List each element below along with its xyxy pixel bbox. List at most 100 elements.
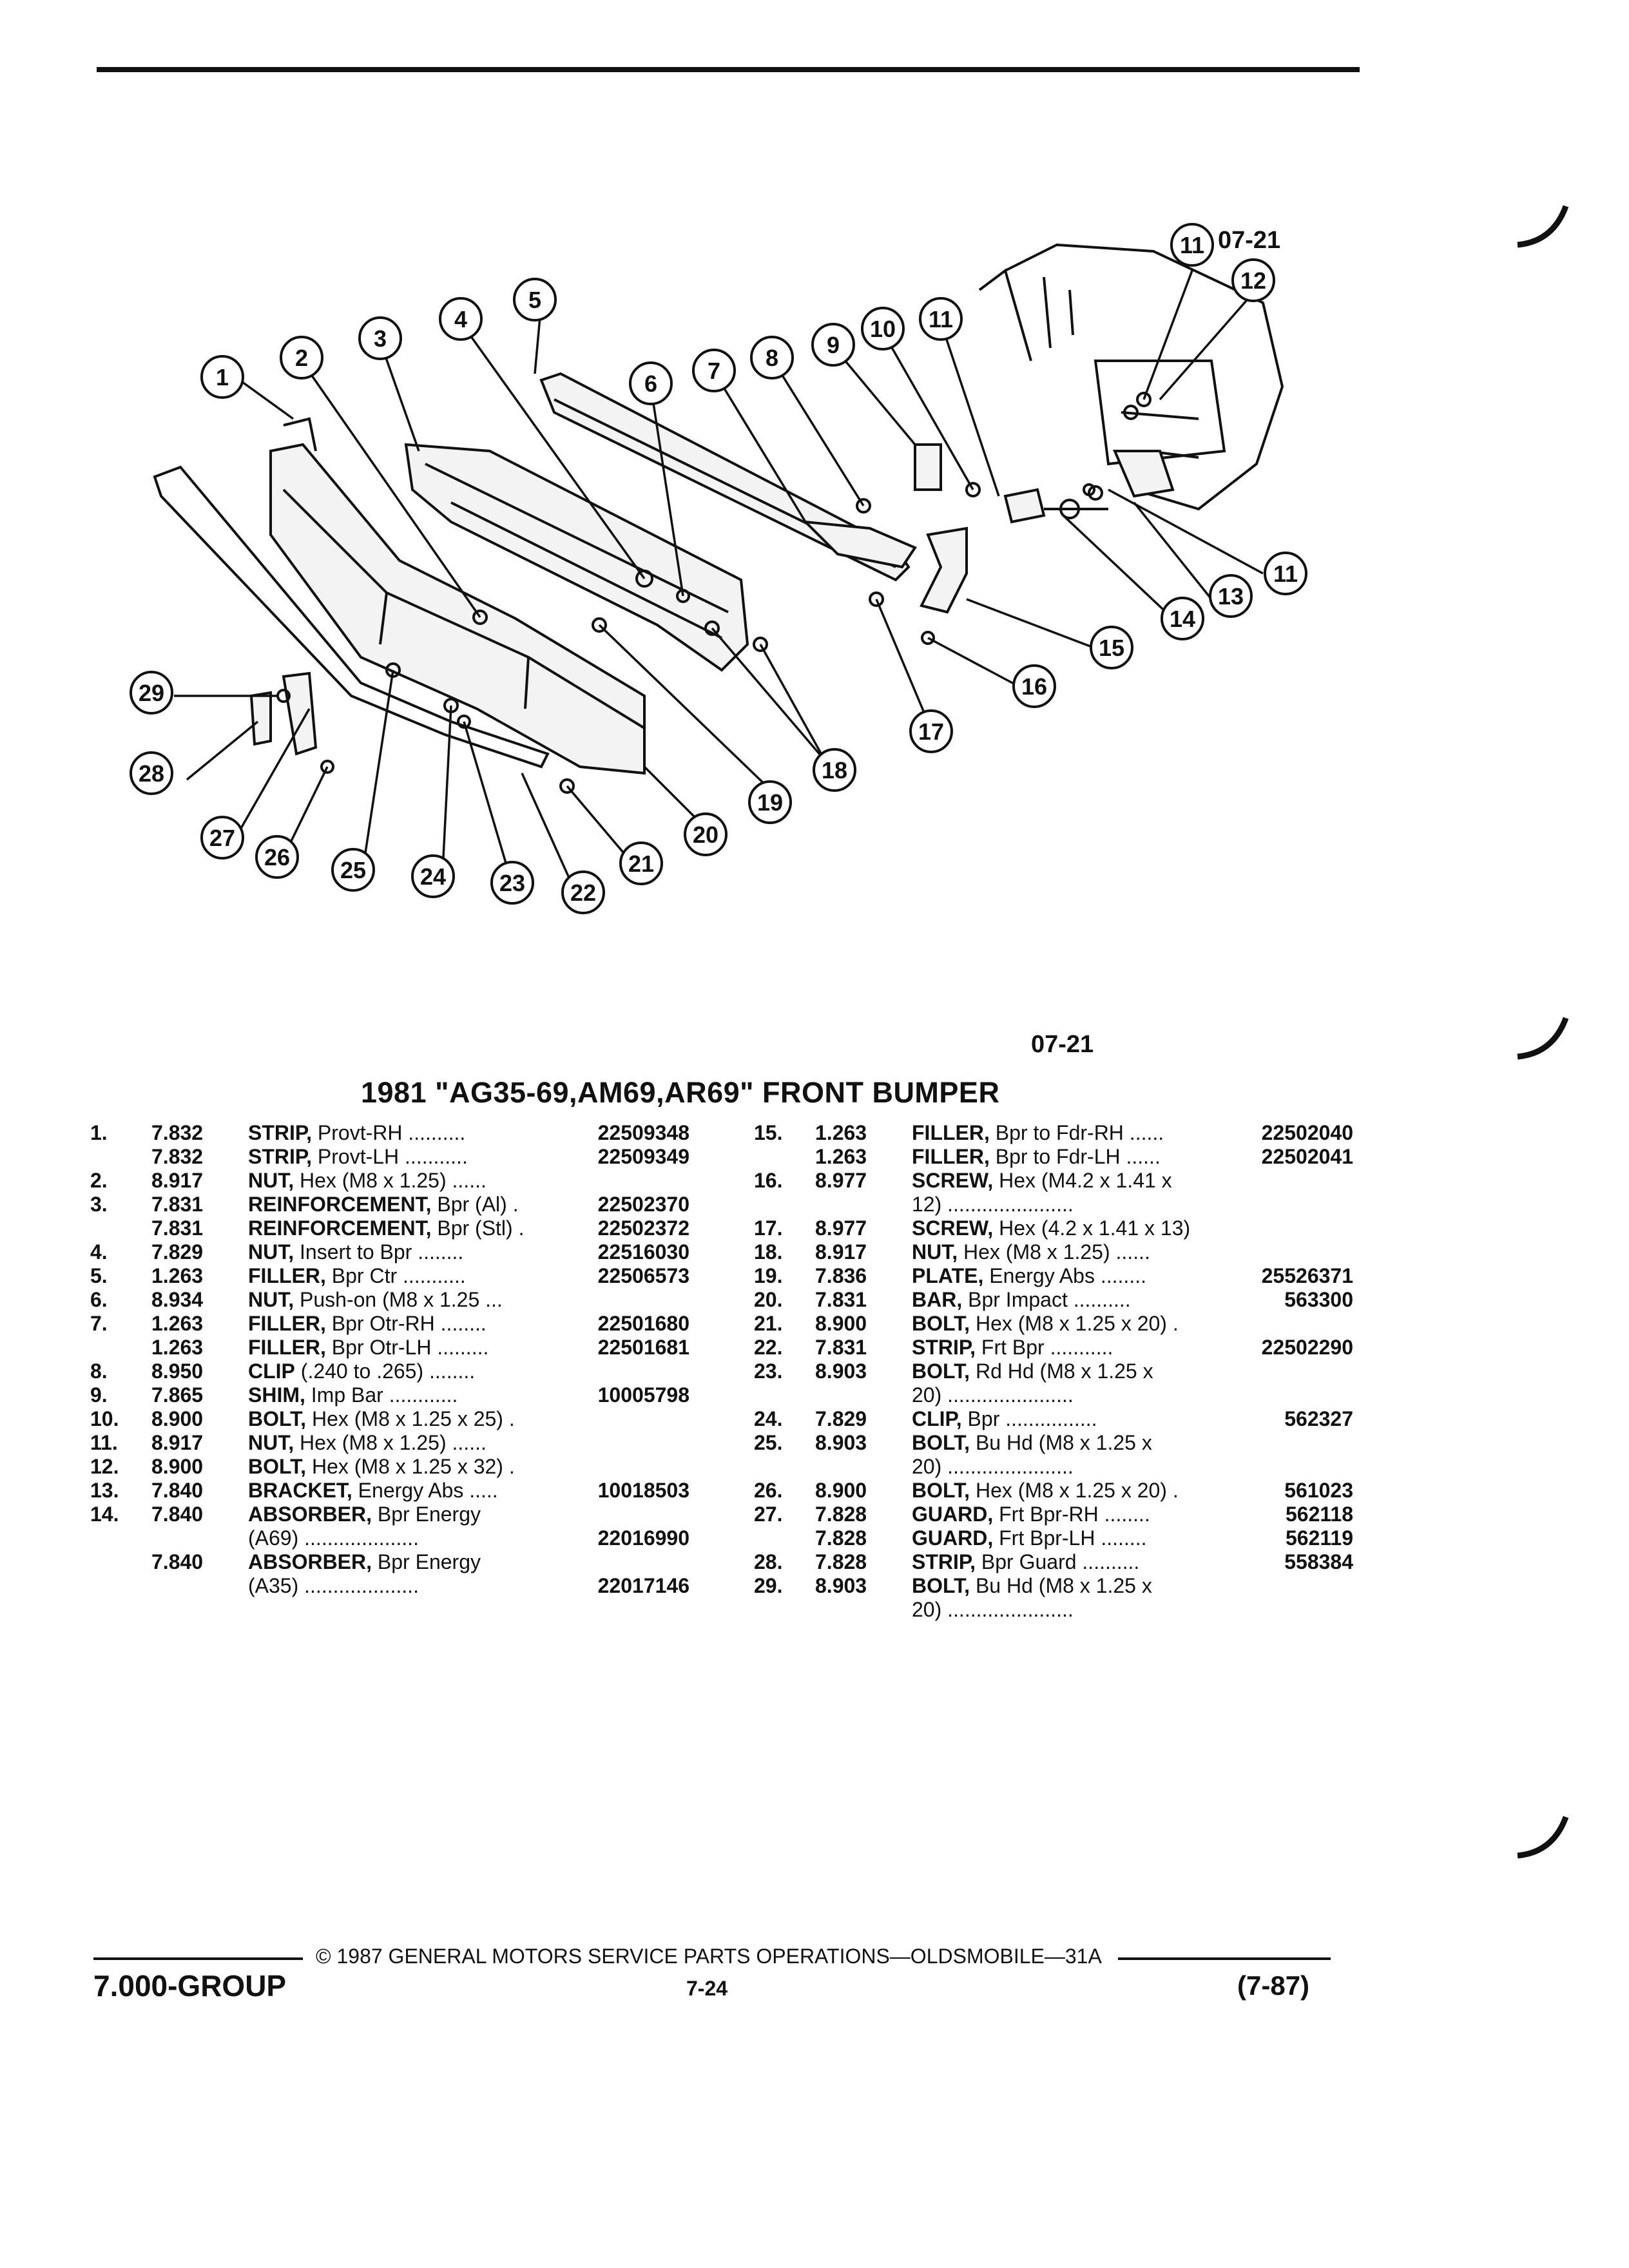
filler-bumper-to-fender (920, 526, 968, 614)
leader-dots: ...... (1110, 1240, 1150, 1264)
part-detail: Insert to Bpr (300, 1240, 412, 1264)
part-number: 22502290 (1261, 1336, 1353, 1359)
part-name: FILLER, (248, 1336, 326, 1359)
group-number: 8.903 (815, 1360, 867, 1383)
part-detail: 20) (912, 1598, 942, 1621)
part-description: REINFORCEMENT, Bpr (Al) . (248, 1193, 519, 1216)
part-number: 22509348 (597, 1121, 689, 1144)
part-detail: Hex (M8 x 1.25) (300, 1431, 447, 1454)
part-name: BOLT, (912, 1360, 970, 1383)
part-name: BOLT, (248, 1407, 307, 1430)
energy-absorber (1003, 488, 1046, 524)
svg-text:26: 26 (264, 844, 290, 870)
group-number: 7.828 (815, 1550, 867, 1573)
part-description: SCREW, Hex (M4.2 x 1.41 x (912, 1169, 1172, 1193)
part-number: 562118 (1285, 1503, 1353, 1526)
part-detail: Hex (M8 x 1.25 x 25) (311, 1407, 503, 1430)
part-detail: Bpr to Fdr-LH (995, 1145, 1121, 1168)
leader-dots: ...................... (941, 1193, 1074, 1216)
leader-dots: .......... (1067, 1288, 1131, 1311)
item-number: 7. (90, 1312, 108, 1335)
part-name: GUARD, (912, 1526, 994, 1550)
leader-dots: ........ (412, 1240, 464, 1264)
part-detail: Hex (M8 x 1.25 x 32) (311, 1455, 503, 1478)
svg-text:21: 21 (628, 850, 654, 877)
part-description: NUT, Push-on (M8 x 1.25 ... (248, 1288, 503, 1312)
group-number: 8.903 (815, 1431, 867, 1454)
item-number: 17. (754, 1216, 783, 1240)
binder-mark-icon (1517, 1017, 1569, 1060)
callout-24: 24 (411, 854, 455, 898)
item-number: 18. (754, 1240, 783, 1264)
svg-text:25: 25 (340, 857, 366, 883)
callout-6: 6 (629, 361, 673, 405)
leader-dots: ........ (423, 1360, 476, 1383)
callout-17: 17 (909, 709, 953, 753)
svg-text:18: 18 (822, 757, 847, 783)
callout-21: 21 (619, 841, 663, 885)
leader-dots: .................... (298, 1526, 419, 1550)
leader-dots: .......... (402, 1121, 466, 1144)
group-number: 1.263 (151, 1264, 204, 1287)
part-number: 563300 (1284, 1288, 1353, 1311)
item-number: 23. (754, 1360, 783, 1383)
part-name: NUT, (248, 1240, 294, 1264)
part-description: (A35) .................... (248, 1574, 419, 1598)
part-number: 25526371 (1261, 1264, 1353, 1287)
part-description: BOLT, Bu Hd (M8 x 1.25 x (912, 1574, 1152, 1598)
item-number: 13. (90, 1479, 119, 1502)
part-detail: Hex (M8 x 1.25 x 20) (975, 1479, 1167, 1502)
leader-dots: . (506, 1193, 519, 1216)
bumper-guard (282, 671, 318, 756)
group-number: 7.829 (151, 1240, 204, 1264)
leader-dots: ... (479, 1288, 503, 1311)
group-number: 7.832 (151, 1145, 204, 1168)
svg-text:19: 19 (757, 789, 783, 816)
group-number: 8.917 (151, 1431, 204, 1454)
part-name: BAR, (912, 1288, 963, 1311)
leader-dots: ...................... (941, 1383, 1074, 1407)
item-number: 22. (754, 1336, 783, 1359)
bumper-reinforcement (404, 443, 749, 672)
item-number: 8. (90, 1360, 108, 1383)
part-description: FILLER, Bpr to Fdr-RH ...... (912, 1121, 1164, 1145)
part-description: BRACKET, Energy Abs ..... (248, 1479, 498, 1503)
group-number: 7.840 (151, 1503, 204, 1526)
part-number: 22016990 (597, 1526, 689, 1550)
svg-text:4: 4 (454, 306, 467, 332)
part-number: 22501680 (597, 1312, 689, 1335)
parts-row: 20) ...................... (754, 1455, 1360, 1479)
svg-text:7: 7 (708, 358, 720, 384)
part-detail: Rd Hd (M8 x 1.25 x (975, 1360, 1153, 1383)
part-name: STRIP, (248, 1121, 312, 1144)
callout-11b: 11 (1170, 223, 1214, 267)
group-number: 7.831 (151, 1193, 204, 1216)
part-number: 22502041 (1261, 1145, 1353, 1168)
part-detail: Bpr (967, 1407, 1000, 1430)
parts-row: 20) ...................... (754, 1598, 1360, 1622)
part-name: STRIP, (912, 1550, 976, 1573)
group-number: 8.917 (815, 1240, 867, 1264)
item-number: 25. (754, 1431, 783, 1454)
part-name: ABSORBER, (248, 1550, 372, 1573)
group-number: 8.934 (151, 1288, 204, 1311)
item-number: 5. (90, 1264, 108, 1287)
part-description: STRIP, Provt-RH .......... (248, 1121, 465, 1145)
leader-dots: . (512, 1216, 525, 1240)
part-number: 562119 (1285, 1526, 1353, 1550)
footer-revision-date: (7-87) (1237, 1970, 1310, 2001)
leader-dots: ............ (383, 1383, 458, 1407)
part-description: ABSORBER, Bpr Energy (248, 1503, 481, 1526)
callout-14: 14 (1161, 597, 1204, 640)
item-number: 27. (754, 1503, 783, 1526)
group-number: 1.263 (815, 1145, 867, 1168)
group-number: 8.977 (815, 1216, 867, 1240)
leader-dots: .......... (1076, 1550, 1140, 1573)
part-name: BRACKET, (248, 1479, 352, 1502)
svg-text:6: 6 (644, 370, 657, 397)
